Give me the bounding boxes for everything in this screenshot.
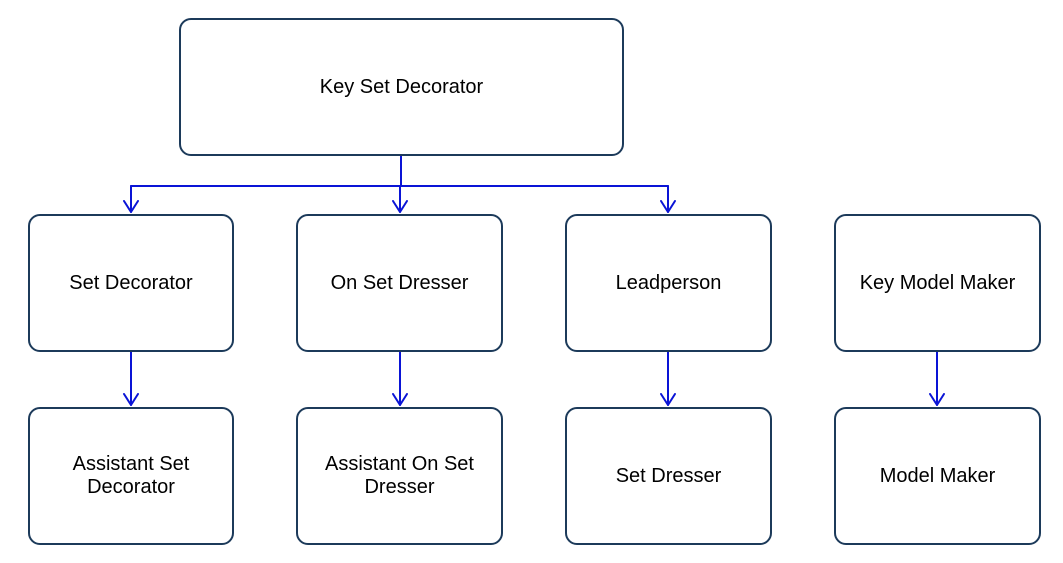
arrowhead-set-decorator bbox=[123, 200, 139, 213]
node-label: Assistant On Set Dresser bbox=[325, 453, 474, 498]
node-model-maker: Model Maker bbox=[834, 407, 1041, 545]
arrowhead-leadperson bbox=[660, 200, 676, 213]
node-key-set-decorator: Key Set Decorator bbox=[179, 18, 624, 156]
node-set-decorator: Set Decorator bbox=[28, 214, 234, 352]
node-key-model-maker: Key Model Maker bbox=[834, 214, 1041, 352]
node-label: Set Dresser bbox=[615, 464, 722, 487]
node-assistant-on-set-dresser: Assistant On Set Dresser bbox=[296, 407, 503, 545]
node-label: Assistant Set Decorator bbox=[72, 453, 190, 498]
node-label: On Set Dresser bbox=[330, 271, 469, 294]
node-set-dresser: Set Dresser bbox=[565, 407, 772, 545]
node-label: Leadperson bbox=[615, 271, 722, 294]
node-on-set-dresser: On Set Dresser bbox=[296, 214, 503, 352]
node-leadperson: Leadperson bbox=[565, 214, 772, 352]
arrowhead-model-maker bbox=[929, 393, 945, 406]
node-assistant-set-decorator: Assistant Set Decorator bbox=[28, 407, 234, 545]
node-label: Key Model Maker bbox=[859, 271, 1016, 294]
arrowhead-assistant-set-decorator bbox=[123, 393, 139, 406]
arrowhead-set-dresser bbox=[660, 393, 676, 406]
arrowhead-on-set-dresser bbox=[392, 200, 408, 213]
node-label: Model Maker bbox=[879, 464, 996, 487]
arrowhead-assistant-on-set-dresser bbox=[392, 393, 408, 406]
node-label: Key Set Decorator bbox=[319, 75, 484, 98]
node-label: Set Decorator bbox=[69, 271, 193, 294]
